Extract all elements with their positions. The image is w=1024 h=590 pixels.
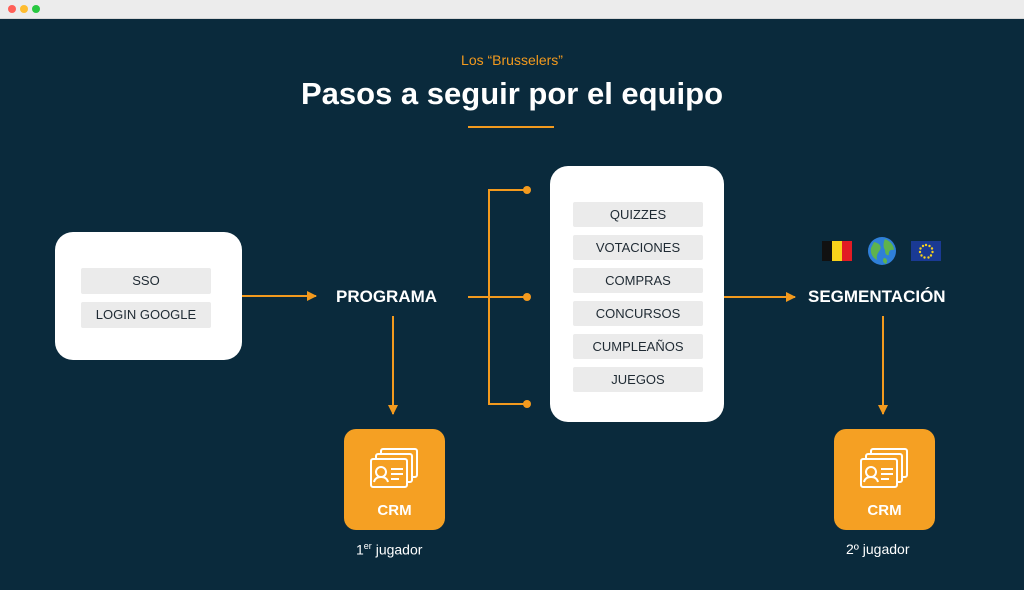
segmentation-label: SEGMENTACIÓN: [808, 287, 946, 306]
first-player-label: 1er jugador: [356, 541, 422, 558]
activity-item: COMPRAS: [573, 268, 703, 293]
globe-icon: [868, 237, 896, 265]
belgium-flag-icon: [822, 241, 852, 261]
activity-item: VOTACIONES: [573, 235, 703, 260]
contact-card-icon: [860, 448, 908, 488]
subtitle: Los “Brusselers”: [461, 52, 563, 68]
activity-item: QUIZZES: [573, 202, 703, 227]
title-underline: [468, 126, 554, 128]
activity-item: JUEGOS: [573, 367, 703, 392]
activity-item: CONCURSOS: [573, 301, 703, 326]
minimize-window-button[interactable]: [20, 5, 28, 13]
close-window-button[interactable]: [8, 5, 16, 13]
crm-card-left: CRM: [344, 429, 445, 530]
crm-label: CRM: [867, 502, 902, 519]
eu-flag-icon: [911, 241, 941, 261]
login-item-sso: SSO: [81, 268, 211, 294]
first-player-text: jugador: [371, 541, 423, 558]
login-item-google: LOGIN GOOGLE: [81, 302, 211, 328]
branch-dot-middle: [523, 293, 531, 301]
branch-dot-bottom: [523, 400, 531, 408]
first-player-number: 1: [356, 541, 364, 558]
crm-card-right: CRM: [834, 429, 935, 530]
first-player-superscript: er: [363, 541, 372, 551]
page-title: Pasos a seguir por el equipo: [300, 76, 724, 111]
window-titlebar: [0, 0, 1024, 19]
crm-label: CRM: [377, 502, 412, 519]
contact-card-icon: [370, 448, 418, 488]
activity-item: CUMPLEAÑOS: [573, 334, 703, 359]
second-player-label: 2º jugador: [846, 541, 910, 557]
maximize-window-button[interactable]: [32, 5, 40, 13]
activities-card: QUIZZES VOTACIONES COMPRAS CONCURSOS CUM…: [550, 166, 724, 422]
login-card: SSO LOGIN GOOGLE: [55, 232, 242, 360]
branch-dot-top: [523, 186, 531, 194]
segmentation-flags: [822, 237, 941, 265]
branch-bracket: [488, 189, 526, 405]
program-label: PROGRAMA: [336, 287, 438, 306]
